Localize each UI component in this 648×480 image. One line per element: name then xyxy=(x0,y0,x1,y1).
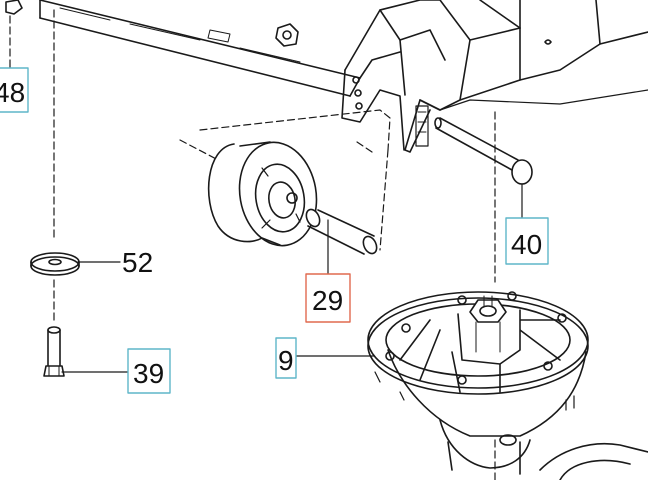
axle-pin xyxy=(305,208,378,255)
wheel-bracket xyxy=(341,0,648,153)
bolt-40 xyxy=(434,117,533,185)
callout-9-label: 9 xyxy=(278,345,294,376)
callout-48-label: 48 xyxy=(0,77,25,108)
bolt-39 xyxy=(43,326,65,377)
callout-9: 9 xyxy=(275,337,297,379)
nut-48 xyxy=(5,0,299,47)
callout-48: 48 xyxy=(0,67,29,113)
washer-52 xyxy=(30,252,80,276)
callout-39: 39 xyxy=(127,348,171,394)
callout-29: 29 xyxy=(305,273,351,323)
callout-52: 52 xyxy=(122,247,153,278)
leader-lines xyxy=(9,59,523,373)
spindle-housing xyxy=(367,291,648,480)
assembly-lines xyxy=(9,9,496,480)
callout-40: 40 xyxy=(505,217,549,265)
callout-52-label: 52 xyxy=(122,247,153,278)
callout-39-label: 39 xyxy=(133,358,164,389)
deck-frame xyxy=(39,0,401,97)
wheel xyxy=(207,141,318,247)
callout-29-label: 29 xyxy=(312,285,343,316)
callout-40-label: 40 xyxy=(511,229,542,260)
